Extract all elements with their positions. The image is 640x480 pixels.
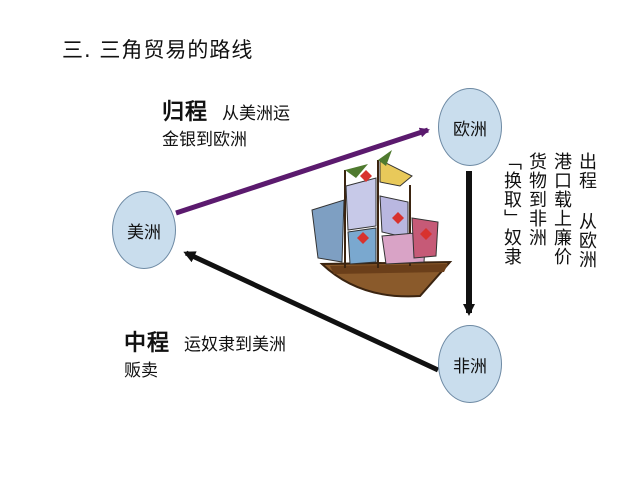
middle-leg-label: 中程运奴隶到美洲 贩卖	[124, 331, 286, 384]
sailing-ship-icon	[311, 150, 453, 298]
middle-leg-text-2: 贩卖	[124, 361, 158, 381]
middle-route-arrow	[183, 250, 440, 373]
return-leg-text-1: 从美洲运	[222, 104, 291, 124]
outbound-leg-col-2: 港口载上廉价	[551, 152, 572, 266]
page-title: 三. 三角贸易的路线	[62, 38, 254, 62]
return-route-arrow	[175, 127, 430, 216]
america-node: 美洲	[112, 191, 176, 269]
middle-leg-heading: 中程	[124, 331, 171, 356]
outbound-leg-col-3: 货物到非洲	[526, 152, 547, 247]
outbound-leg-col-4: 「换取」奴隶	[501, 152, 522, 266]
europe-node: 欧洲	[438, 88, 502, 166]
outbound-leg-col-1: 出程 从欧洲	[576, 152, 597, 269]
return-leg-label: 归程从美洲运 金银到欧洲	[162, 100, 290, 153]
middle-leg-text-1: 运奴隶到美洲	[184, 335, 287, 355]
return-leg-heading: 归程	[162, 100, 209, 125]
africa-node: 非洲	[438, 325, 502, 403]
return-leg-text-2: 金银到欧洲	[162, 130, 247, 150]
